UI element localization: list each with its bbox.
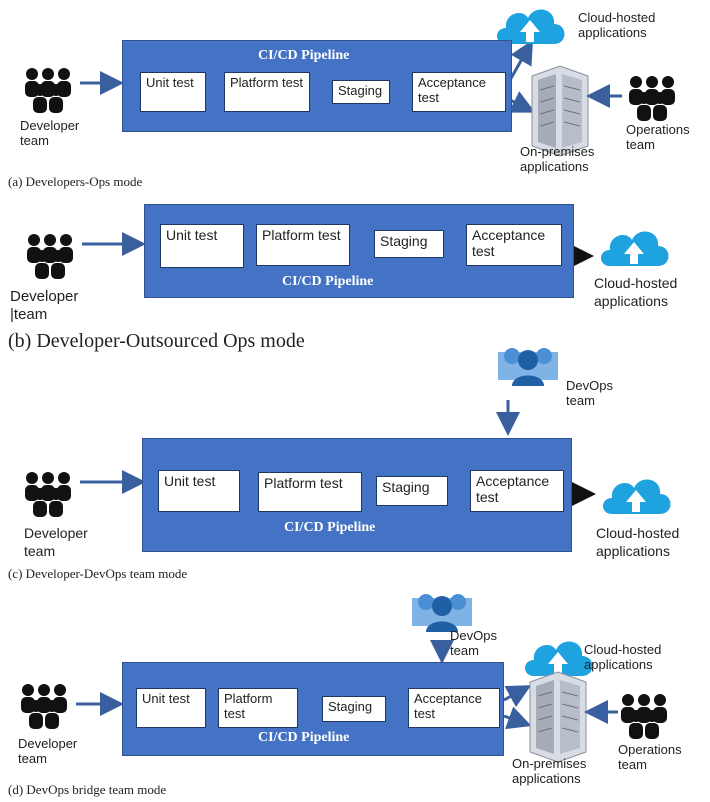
- pipeline-title: CI/CD Pipeline: [284, 520, 376, 535]
- onpremises-label: On-premises applications: [520, 144, 595, 174]
- stage-acceptance-test: Acceptance test: [470, 470, 564, 512]
- devops-team-label: DevOps team: [450, 628, 497, 658]
- pipeline-title: CI/CD Pipeline: [258, 730, 350, 745]
- cloud-hosted-label: Cloud-hosted applications: [594, 275, 678, 309]
- developer-team-label: Developer team: [20, 118, 80, 148]
- caption-c: (c) Developer-DevOps team mode: [8, 566, 188, 581]
- devops-team-icon: [498, 348, 558, 386]
- server-rack-icon: [531, 65, 589, 157]
- stage-unit-test: Unit test: [160, 224, 244, 268]
- developer-team-icon: [25, 472, 71, 517]
- stage-acceptance-test: Acceptance test: [466, 224, 562, 266]
- onpremises-label: On-premises applications: [512, 756, 587, 786]
- caption-a: (a) Developers-Ops mode: [8, 174, 143, 189]
- server-rack-icon: [529, 671, 587, 763]
- stage-unit-test: Unit test: [136, 688, 206, 728]
- pipeline-title: CI/CD Pipeline: [258, 48, 350, 63]
- stage-unit-test: Unit test: [140, 72, 206, 112]
- developer-team-icon: [21, 684, 67, 729]
- devops-team-label: DevOps team: [566, 378, 613, 408]
- operations-team-label: Operations team: [618, 742, 682, 772]
- stage-staging: Staging: [376, 476, 448, 506]
- cloud-hosted-label: Cloud-hosted applications: [584, 642, 662, 672]
- cloud-hosted-label: Cloud-hosted applications: [596, 525, 680, 559]
- cloud-hosted-label: Cloud-hosted applications: [578, 10, 656, 40]
- stage-unit-test: Unit test: [158, 470, 240, 512]
- devops-team-icon: [412, 594, 472, 632]
- stage-platform-test: Platform test: [256, 224, 350, 266]
- cloud-icon: [603, 479, 671, 514]
- developer-team-label: Developer team: [24, 525, 88, 559]
- cloud-icon: [525, 641, 593, 676]
- developer-team-label: Developer team: [18, 736, 78, 766]
- cloud-icon: [601, 231, 669, 266]
- stage-platform-test: Platform test: [224, 72, 310, 112]
- stage-acceptance-test: Acceptance test: [412, 72, 506, 112]
- operations-team-label: Operations team: [626, 122, 690, 152]
- stage-staging: Staging: [332, 80, 390, 104]
- stage-platform-test: Platform test: [218, 688, 298, 728]
- stage-staging: Staging: [374, 230, 444, 258]
- developer-team-icon: [25, 68, 71, 113]
- caption-b: (b) Developer-Outsourced Ops mode: [8, 330, 305, 352]
- pipeline-title: CI/CD Pipeline: [282, 274, 374, 289]
- cloud-icon: [497, 9, 565, 44]
- developer-team-label: Developer |team: [10, 288, 79, 323]
- stage-staging: Staging: [322, 696, 386, 722]
- operations-team-icon: [629, 76, 675, 121]
- caption-d: (d) DevOps bridge team mode: [8, 782, 167, 797]
- stage-platform-test: Platform test: [258, 472, 362, 512]
- stage-acceptance-test: Acceptance test: [408, 688, 500, 728]
- operations-team-icon: [621, 694, 667, 739]
- developer-team-icon: [27, 234, 73, 279]
